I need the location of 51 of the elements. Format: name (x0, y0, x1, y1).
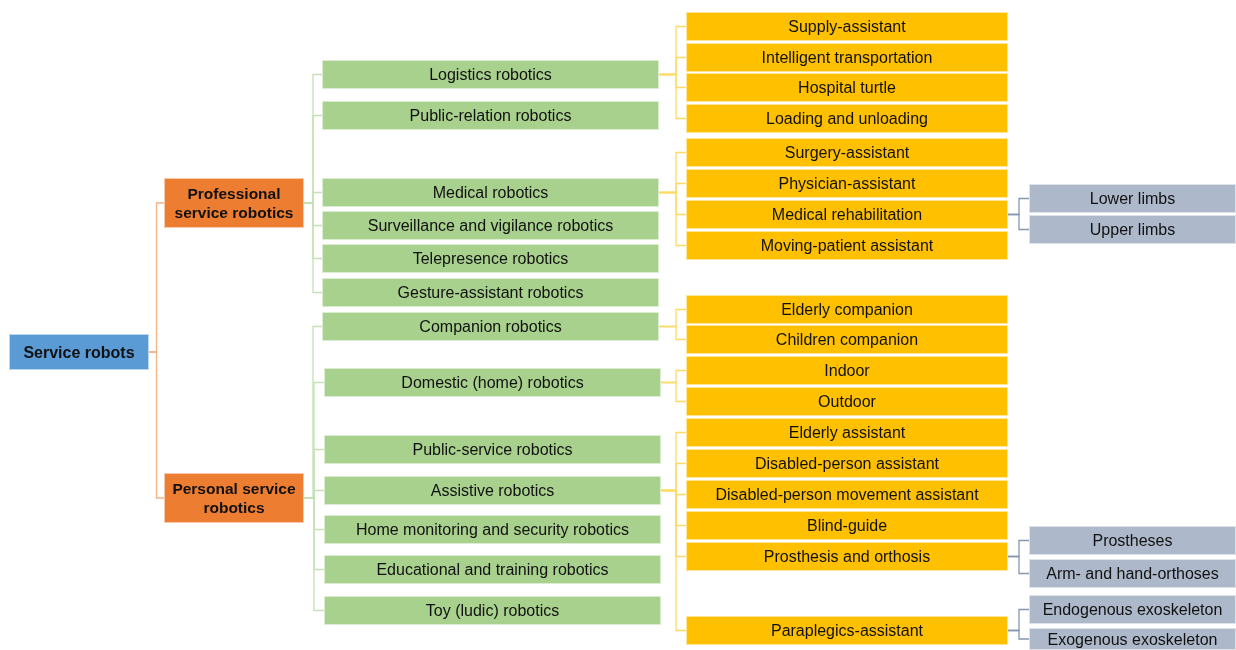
subcategory-box: Logistics robotics (322, 60, 659, 89)
connector-line (658, 73, 687, 120)
subcategory-box: Gesture-assistant robotics (322, 278, 659, 307)
application-box: Moving-patient assistant (686, 231, 1008, 260)
connector-line (1007, 555, 1030, 575)
application-box: Physician-assistant (686, 169, 1008, 198)
subcategory-box: Toy (ludic) robotics (324, 596, 661, 625)
connector-line (1007, 629, 1030, 640)
application-box: Prosthesis and orthosis (686, 542, 1008, 571)
subcategory-box: Domestic (home) robotics (324, 368, 661, 397)
subcategory-box: Public-service robotics (324, 435, 661, 464)
subcategory-box: Assistive robotics (324, 476, 661, 505)
application-box: Medical rehabilitation (686, 200, 1008, 229)
application-box: Disabled-person assistant (686, 449, 1008, 478)
application-box: Loading and unloading (686, 104, 1008, 133)
application-box: Children companion (686, 325, 1008, 354)
application-box: Surgery-assistant (686, 138, 1008, 167)
connector-line (658, 191, 687, 247)
application-box: Disabled-person movement assistant (686, 480, 1008, 509)
subcategory-box: Medical robotics (322, 178, 659, 207)
subcategory-box: Companion robotics (322, 312, 659, 341)
application-box: Paraplegics-assistant (686, 616, 1008, 645)
subcategory-box: Surveillance and vigilance robotics (322, 211, 659, 240)
detail-box: Lower limbs (1029, 184, 1236, 213)
application-box: Elderly assistant (686, 418, 1008, 447)
connector-line (303, 497, 325, 612)
connector-line (660, 489, 687, 632)
detail-box: Upper limbs (1029, 215, 1236, 244)
connector-line (148, 351, 165, 499)
subcategory-box: Public-relation robotics (322, 101, 659, 130)
detail-box: Arm- and hand-orthoses (1029, 559, 1236, 588)
application-box: Indoor (686, 356, 1008, 385)
application-box: Supply-assistant (686, 12, 1008, 41)
application-box: Elderly companion (686, 295, 1008, 324)
subcategory-box: Home monitoring and security robotics (324, 515, 661, 544)
connector-line (303, 202, 323, 294)
connector-line (1007, 213, 1030, 231)
category-box: Professional service robotics (164, 178, 304, 228)
application-box: Intelligent transportation (686, 43, 1008, 72)
detail-box: Exogenous exoskeleton (1029, 628, 1236, 650)
subcategory-box: Telepresence robotics (322, 244, 659, 273)
category-box: Personal service robotics (164, 473, 304, 523)
subcategory-box: Educational and training robotics (324, 555, 661, 584)
connector-line (658, 325, 687, 341)
detail-box: Endogenous exoskeleton (1029, 595, 1236, 624)
detail-box: Prostheses (1029, 526, 1236, 555)
application-box: Outdoor (686, 387, 1008, 416)
connector-line (660, 381, 687, 403)
root-box: Service robots (9, 334, 149, 370)
application-box: Hospital turtle (686, 73, 1008, 102)
application-box: Blind-guide (686, 511, 1008, 540)
